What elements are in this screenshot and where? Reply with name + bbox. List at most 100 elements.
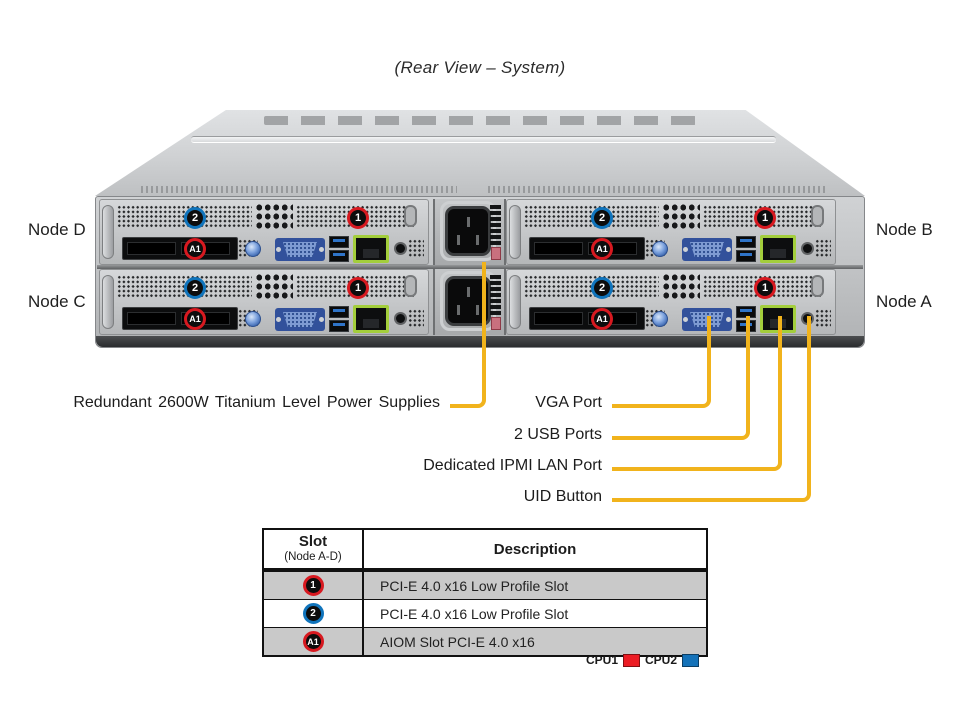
cpu2-label: CPU2 xyxy=(645,653,678,667)
vga-port xyxy=(682,238,732,261)
description-cell: PCI-E 4.0 x16 Low Profile Slot xyxy=(380,577,569,594)
uid-callout-label: UID Button xyxy=(523,488,602,505)
socket-pin xyxy=(476,305,479,315)
sled-handle xyxy=(102,275,114,329)
node-b-label: Node B xyxy=(876,220,933,239)
usb-ports xyxy=(736,236,756,262)
lid-groove xyxy=(191,136,777,143)
vent-panel xyxy=(815,309,831,328)
socket-pin xyxy=(457,305,460,315)
usb-tongue xyxy=(333,239,345,242)
socket-pin xyxy=(476,235,479,245)
usb-tongue xyxy=(740,309,752,312)
psu-vents xyxy=(490,275,501,315)
aiom-slot xyxy=(122,237,238,260)
socket-pin xyxy=(467,217,470,227)
server-chassis: 2 1 A1 xyxy=(95,110,865,348)
lid-perforation-right xyxy=(487,186,827,193)
ipmi-lan-port xyxy=(353,305,389,333)
aiom-port-cutout xyxy=(127,242,176,255)
vga-screw xyxy=(683,247,688,252)
slot-description-table: Slot (Node A-D) Description 1 PCI-E 4.0 … xyxy=(262,528,708,657)
usb-ports xyxy=(329,236,349,262)
slot-header-title: Slot xyxy=(298,533,328,551)
vent-panel xyxy=(408,309,424,328)
table-row: 2 PCI-E 4.0 x16 Low Profile Slot xyxy=(264,599,706,627)
slot-header-subtitle: (Node A-D) xyxy=(284,550,342,563)
uid-button xyxy=(396,244,405,253)
thumbscrew xyxy=(245,311,261,327)
usb-port xyxy=(736,236,756,248)
slot-cell: 2 xyxy=(264,600,364,627)
power-supply-bottom xyxy=(433,269,506,335)
vga-screw xyxy=(726,317,731,322)
aiom-port-cutout xyxy=(127,312,176,325)
lan-opening xyxy=(363,319,379,328)
slot-cell: 1 xyxy=(264,572,364,599)
aiom-slot xyxy=(122,307,238,330)
aiom-port-cutout xyxy=(534,312,583,325)
vent-grid xyxy=(662,273,700,300)
ipmi-lan-port xyxy=(353,235,389,263)
aiom-badge: A1 xyxy=(184,308,206,330)
aiom-badge: A1 xyxy=(591,308,613,330)
aiom-badge: A1 xyxy=(591,238,613,260)
lan-opening xyxy=(363,249,379,258)
slot2-badge: 2 xyxy=(184,207,206,229)
slot1-badge: 1 xyxy=(347,277,369,299)
sled-handle xyxy=(509,275,521,329)
psu-vents xyxy=(490,205,501,245)
cpu2-color-swatch xyxy=(682,653,700,667)
usb-port xyxy=(329,320,349,332)
lid-perforation-left xyxy=(141,186,457,193)
chassis-rear-panel: 2 1 A1 xyxy=(95,196,865,348)
chassis-bottom-edge xyxy=(96,336,864,347)
psu-latch xyxy=(491,247,501,260)
uid-callout-line xyxy=(612,316,811,502)
slot1-badge: 1 xyxy=(754,207,776,229)
vga-screw xyxy=(319,317,324,322)
slot2-badge: 2 xyxy=(591,207,613,229)
vent-panel xyxy=(815,239,831,258)
table-row: 1 PCI-E 4.0 x16 Low Profile Slot xyxy=(264,571,706,599)
node-d-label: Node D xyxy=(28,220,86,239)
node-c-sled: 2 1 A1 xyxy=(99,269,429,335)
usb-tongue xyxy=(740,239,752,242)
latch-slot xyxy=(811,275,824,297)
power-supply-top xyxy=(433,199,506,265)
vent-grid xyxy=(255,273,293,300)
usb-port xyxy=(736,250,756,262)
vga-port xyxy=(275,238,325,261)
psu-latch xyxy=(491,317,501,330)
sled-handle xyxy=(509,205,521,259)
vga-screw xyxy=(276,317,281,322)
usb-tongue xyxy=(333,323,345,326)
ipmi-callout-label: Dedicated IPMI LAN Port xyxy=(423,457,602,474)
vent-panel xyxy=(408,239,424,258)
socket-pin xyxy=(467,287,470,297)
vga-screw xyxy=(319,247,324,252)
chassis-top-lid xyxy=(95,110,865,196)
cpu1-label: CPU1 xyxy=(586,653,619,667)
vga-callout-label: VGA Port xyxy=(535,394,602,411)
slot2-badge: 2 xyxy=(591,277,613,299)
usb-tongue xyxy=(333,309,345,312)
usb-port xyxy=(329,250,349,262)
aiom-badge: A1 xyxy=(184,238,206,260)
lid-vent-row xyxy=(264,116,696,125)
table-row: A1 AIOM Slot PCI-E 4.0 x16 xyxy=(264,627,706,655)
sled-handle xyxy=(102,205,114,259)
description-cell: PCI-E 4.0 x16 Low Profile Slot xyxy=(380,605,569,622)
lan-opening xyxy=(770,249,786,258)
description-header-cell: Description xyxy=(364,530,706,568)
description-cell: AIOM Slot PCI-E 4.0 x16 xyxy=(380,633,535,650)
vga-screw xyxy=(683,317,688,322)
usb-tongue xyxy=(740,253,752,256)
usb-callout-label: 2 USB Ports xyxy=(513,426,602,443)
uid-button xyxy=(396,314,405,323)
cpu-legend: CPU1 CPU2 xyxy=(586,653,700,667)
psu-callout-line xyxy=(450,262,486,408)
description-header-title: Description xyxy=(493,540,577,558)
psu-inlet-socket xyxy=(445,206,491,256)
